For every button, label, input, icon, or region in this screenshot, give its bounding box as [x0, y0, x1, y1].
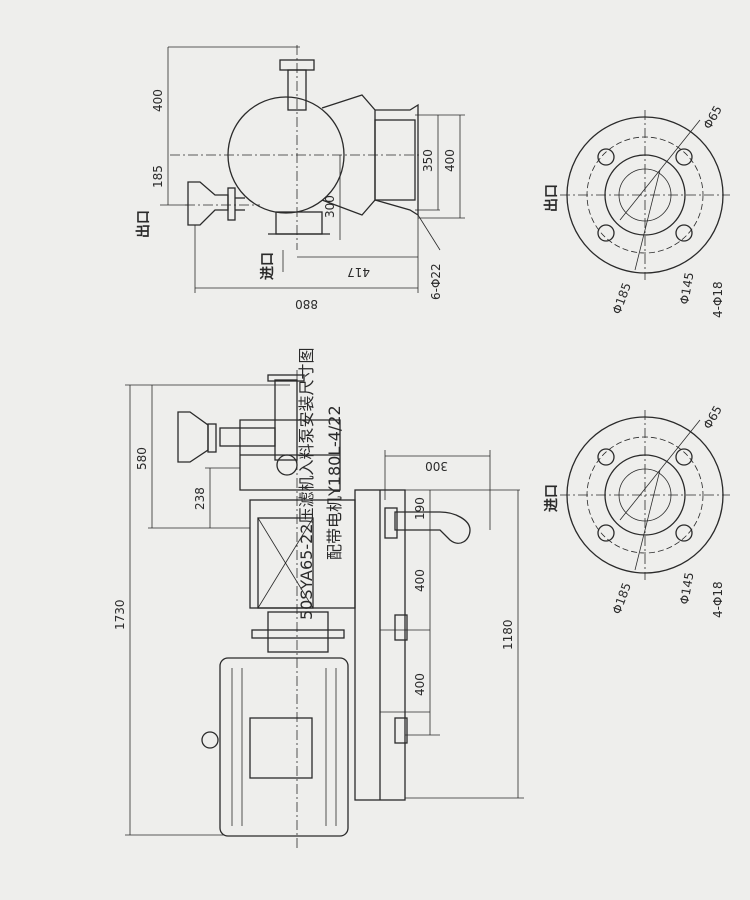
- inlet-label: 进口: [544, 484, 560, 512]
- top-view-pump: 400 185 300 350 400 417 880 6-Φ22 出口 进口: [135, 45, 465, 311]
- outlet-d65: Φ65: [700, 103, 724, 131]
- label-outlet-top: 出口: [135, 210, 152, 238]
- outlet-d185: Φ185: [610, 281, 634, 316]
- inlet-d65: Φ65: [700, 403, 724, 431]
- inlet-d185: Φ185: [610, 581, 634, 616]
- dim-190: 190: [413, 497, 427, 520]
- dim-350: 350: [421, 149, 435, 172]
- dim-400-top: 400: [151, 89, 165, 112]
- side-view-assembly: 1730 580 238 300 190 400 400 1180: [113, 370, 524, 850]
- dim-580: 580: [135, 447, 149, 470]
- dim-400-right: 400: [443, 149, 457, 172]
- dim-300-side: 300: [425, 459, 448, 473]
- dim-880: 880: [295, 297, 318, 311]
- dim-1180: 1180: [501, 619, 515, 650]
- dim-238: 238: [193, 487, 207, 510]
- dim-400-a: 400: [413, 569, 427, 592]
- drawing-title: 50SYA65-22压滤机入料泵安装尺寸图 配带电机Y180L-4/22: [297, 348, 344, 621]
- outlet-d145: Φ145: [677, 271, 696, 305]
- inlet-d145: Φ145: [677, 571, 696, 605]
- dim-1730: 1730: [113, 599, 127, 630]
- dim-300-top: 300: [323, 195, 337, 218]
- flange-inlet: Φ65 Φ185 Φ145 4-Φ18 进口: [544, 403, 730, 618]
- dim-400-b: 400: [413, 673, 427, 696]
- inlet-holes: 4-Φ18: [711, 581, 725, 618]
- outlet-label: 出口: [543, 184, 560, 212]
- dim-417: 417: [347, 265, 370, 279]
- flange-outlet: Φ65 Φ185 Φ145 4-Φ18 出口: [543, 103, 730, 318]
- title-line1: 50SYA65-22压滤机入料泵安装尺寸图: [297, 348, 316, 621]
- label-inlet-top: 进口: [260, 252, 276, 280]
- dim-185: 185: [151, 165, 165, 188]
- title-line2: 配带电机Y180L-4/22: [325, 405, 344, 560]
- outlet-holes: 4-Φ18: [711, 281, 725, 318]
- dim-holes-6x22: 6-Φ22: [429, 263, 443, 300]
